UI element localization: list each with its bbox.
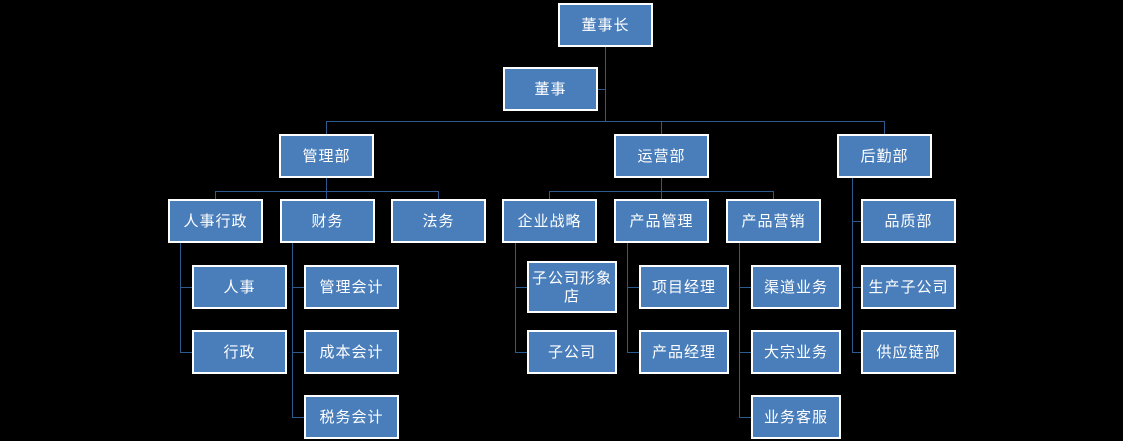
- node-tax-accounting[interactable]: 税务会计: [304, 395, 399, 439]
- node-product-marketing[interactable]: 产品营销: [726, 199, 821, 243]
- connector-stub-supply-chain: [852, 352, 862, 353]
- node-product-manager[interactable]: 产品经理: [639, 330, 729, 374]
- node-logistics-dept[interactable]: 后勤部: [837, 134, 932, 178]
- connector-stub-cost-accounting: [292, 352, 304, 353]
- connector-stub-subsidiary: [515, 352, 527, 353]
- node-product-mgmt[interactable]: 产品管理: [614, 199, 709, 243]
- connector-stub-mgmt-accounting: [292, 287, 304, 288]
- connector-product-marketing-spine: [739, 243, 740, 417]
- connector-director-stub: [596, 89, 606, 90]
- connector-logistics-spine: [852, 178, 853, 352]
- connector-stub-bulk-business: [739, 352, 751, 353]
- connector-stub-production-subsidiary: [852, 287, 862, 288]
- node-quality-dept[interactable]: 品质部: [861, 199, 956, 243]
- connector-stub-tax-accounting: [292, 417, 304, 418]
- connector-stub-product-manager: [627, 352, 639, 353]
- connector-stub-flagship-store: [515, 287, 527, 288]
- connector-drop-mgmt-dept: [326, 121, 327, 134]
- node-bulk-business[interactable]: 大宗业务: [751, 330, 841, 374]
- node-admin[interactable]: 行政: [192, 330, 287, 374]
- connector-stub-quality: [852, 221, 862, 222]
- node-business-customer-service[interactable]: 业务客服: [751, 395, 841, 439]
- connector-drop-ops-dept: [661, 121, 662, 134]
- connector-level3-trunk: [326, 121, 884, 122]
- connector-mgmt-down: [326, 178, 327, 191]
- node-supply-chain-dept[interactable]: 供应链部: [861, 330, 956, 374]
- connector-drop-product-marketing: [773, 191, 774, 199]
- node-legal[interactable]: 法务: [391, 199, 486, 243]
- connector-product-mgmt-spine: [627, 243, 628, 352]
- node-cost-accounting[interactable]: 成本会计: [304, 330, 399, 374]
- connector-chairman-spine: [605, 47, 606, 96]
- node-project-manager[interactable]: 项目经理: [639, 265, 729, 309]
- connector-finance-spine: [292, 243, 293, 417]
- connector-stub-hr: [180, 287, 192, 288]
- node-mgmt-dept[interactable]: 管理部: [279, 134, 374, 178]
- node-corp-strategy[interactable]: 企业战略: [502, 199, 597, 243]
- node-hr[interactable]: 人事: [192, 265, 287, 309]
- connector-stub-channel-business: [739, 287, 751, 288]
- connector-corp-strategy-spine: [515, 243, 516, 352]
- node-finance[interactable]: 财务: [280, 199, 375, 243]
- connector-drop-logistics-dept: [884, 121, 885, 134]
- connector-stub-project-manager: [627, 287, 639, 288]
- node-ops-dept[interactable]: 运营部: [614, 134, 709, 178]
- connector-drop-corp-strategy: [549, 191, 550, 199]
- connector-drop-product-mgmt: [661, 191, 662, 199]
- node-subsidiary[interactable]: 子公司: [527, 330, 617, 374]
- connector-hr-admin-spine: [180, 243, 181, 352]
- connector-ops-down: [661, 178, 662, 191]
- node-director[interactable]: 董事: [503, 67, 598, 111]
- node-mgmt-accounting[interactable]: 管理会计: [304, 265, 399, 309]
- connector-drop-legal: [438, 191, 439, 199]
- node-subsidiary-flagship-store[interactable]: 子公司形象店: [527, 261, 617, 313]
- node-production-subsidiary[interactable]: 生产子公司: [861, 265, 956, 309]
- connector-stub-admin: [180, 352, 192, 353]
- node-channel-business[interactable]: 渠道业务: [751, 265, 841, 309]
- connector-drop-finance: [326, 191, 327, 199]
- node-hr-admin[interactable]: 人事行政: [168, 199, 263, 243]
- connector-drop-hr-admin: [215, 191, 216, 199]
- connector-spine-to-trunk: [605, 89, 606, 121]
- connector-stub-business-cs: [739, 417, 751, 418]
- connector-mgmt-trunk: [215, 191, 439, 192]
- node-chairman[interactable]: 董事长: [558, 3, 653, 47]
